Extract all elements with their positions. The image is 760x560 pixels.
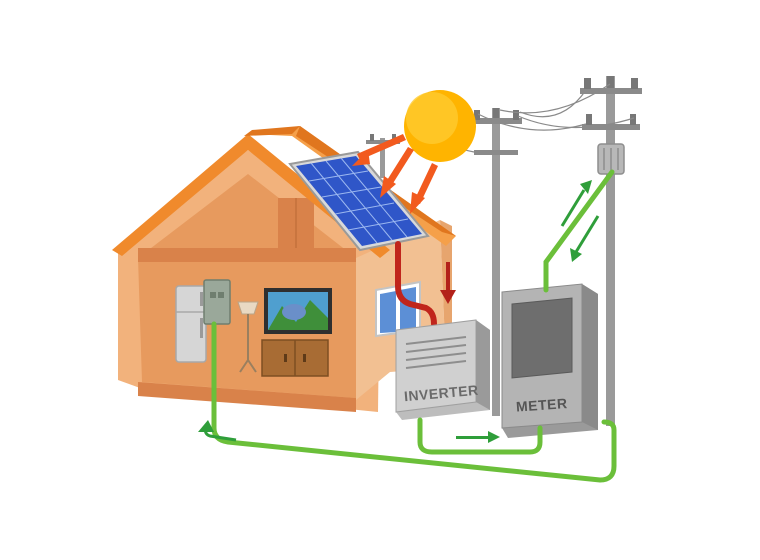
cabinet-icon [261,339,329,377]
inverter-label: INVERTER [403,382,479,404]
flow-arrow-up-diagonal [560,180,592,227]
lamp-icon [237,301,259,373]
flow-arrow-right [456,431,500,443]
solar-panel-icon [288,150,430,252]
inverter-icon: INVERTER [395,319,490,420]
breaker-panel-icon [203,279,231,325]
utility-pole-left [470,108,522,416]
tv-icon [264,288,332,334]
utility-pole-small [366,134,400,178]
meter-icon: METER [501,283,598,438]
transformer-icon [597,143,625,175]
flow-arrow-up-left [198,420,237,442]
sun-icon [404,90,476,162]
meter-label: METER [516,395,568,415]
dc-cable [395,241,437,327]
utility-pole-right [580,76,642,426]
sun-rays [352,134,438,214]
down-arrow-icon [440,262,456,304]
fridge-icon [175,285,207,363]
power-lines [419,83,635,153]
flow-arrows [198,180,600,443]
flow-arrow-down-diagonal [570,215,600,262]
